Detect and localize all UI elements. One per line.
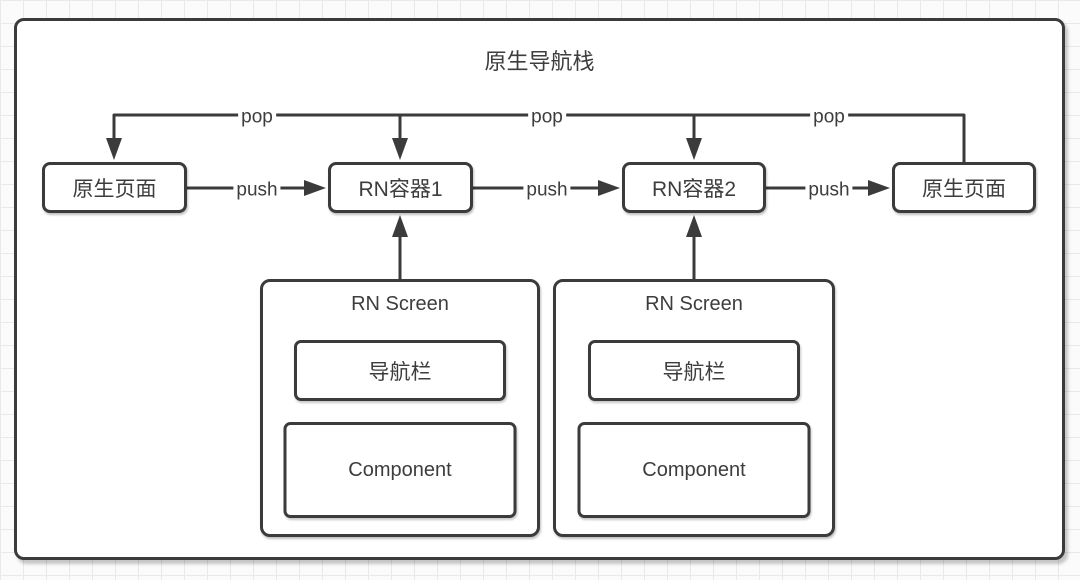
node-native-page-left: 原生页面 — [42, 162, 187, 213]
rn-screen-1-title: RN Screen — [351, 293, 449, 315]
node-native-page-left-label: 原生页面 — [72, 177, 157, 201]
pop-label-1: pop — [238, 105, 276, 129]
node-native-page-right: 原生页面 — [892, 162, 1036, 213]
push-label-3: push — [805, 178, 853, 202]
node-native-page-right-label: 原生页面 — [922, 177, 1006, 201]
node-rn-container-2: RN容器2 — [622, 162, 766, 213]
pop-label-2: pop — [528, 105, 566, 129]
rn-screen-2-component: Component — [577, 422, 811, 518]
rn-screen-2-title: RN Screen — [645, 293, 743, 315]
rn-screen-1-navbar-label: 导航栏 — [368, 360, 432, 384]
rn-screen-2: RN Screen 导航栏 Component — [553, 279, 835, 537]
rn-screen-1-component: Component — [283, 422, 517, 518]
rn-screen-2-navbar-label: 导航栏 — [662, 360, 726, 384]
node-rn-container-1: RN容器1 — [328, 162, 473, 213]
push-label-2: push — [523, 178, 571, 202]
rn-screen-1-component-label: Component — [348, 458, 452, 481]
diagram-title: 原生导航栈 — [484, 49, 595, 74]
rn-screen-1-navbar: 导航栏 — [294, 340, 506, 401]
pop-label-3: pop — [810, 105, 848, 129]
push-label-1: push — [233, 178, 281, 202]
rn-screen-2-navbar: 导航栏 — [588, 340, 800, 401]
node-rn-container-2-label: RN容器2 — [651, 177, 736, 201]
rn-screen-2-component-label: Component — [642, 458, 746, 481]
node-rn-container-1-label: RN容器1 — [358, 177, 443, 201]
rn-screen-1: RN Screen 导航栏 Component — [260, 279, 540, 537]
